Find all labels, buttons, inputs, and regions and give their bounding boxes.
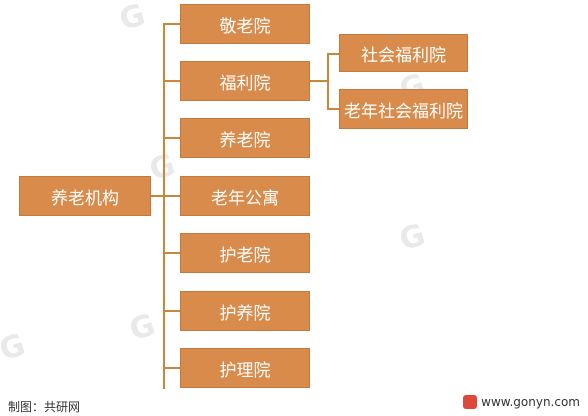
child-node-fuliyuan: 福利院: [180, 61, 310, 101]
root-node: 养老机构: [19, 176, 151, 216]
connector-branch: [163, 23, 180, 25]
child-node-yanglaoyuan: 养老院: [180, 118, 310, 158]
brand-logo-icon: [463, 395, 478, 409]
connector-branch: [163, 252, 180, 254]
connector-sub-branch: [327, 53, 339, 55]
source-credit: 制图：共研网: [8, 400, 81, 414]
connector-sub-trunk: [327, 53, 329, 109]
watermark-logo: G: [395, 216, 432, 259]
child-node-huliyuan: 护理院: [180, 348, 310, 388]
watermark-logo: G: [0, 326, 32, 369]
subchild-node-laonian-shehui-fuliyuan: 老年社会福利院: [339, 89, 468, 129]
child-node-jinglaoyuan: 敬老院: [180, 4, 310, 44]
website-url[interactable]: www.gonyn.com: [481, 395, 580, 409]
subchild-node-shehui-fuliyuan: 社会福利院: [339, 34, 468, 72]
child-node-laonian-gongyu: 老年公寓: [180, 176, 310, 216]
watermark-logo: G: [115, 0, 152, 39]
connector-branch: [163, 80, 180, 82]
child-node-huyangyuan: 护养院: [180, 291, 310, 331]
connector-branch: [163, 310, 180, 312]
connector-sub-root: [310, 80, 328, 82]
connector-branch: [163, 195, 180, 197]
watermark-logo: G: [125, 306, 162, 349]
connector-root: [151, 195, 164, 197]
child-node-hulaoyuan: 护老院: [180, 233, 310, 273]
connector-branch: [163, 137, 180, 139]
website-credit: www.gonyn.com: [463, 395, 580, 409]
connector-branch: [163, 367, 180, 369]
connector-sub-branch: [327, 108, 339, 110]
connector-trunk: [163, 23, 165, 389]
